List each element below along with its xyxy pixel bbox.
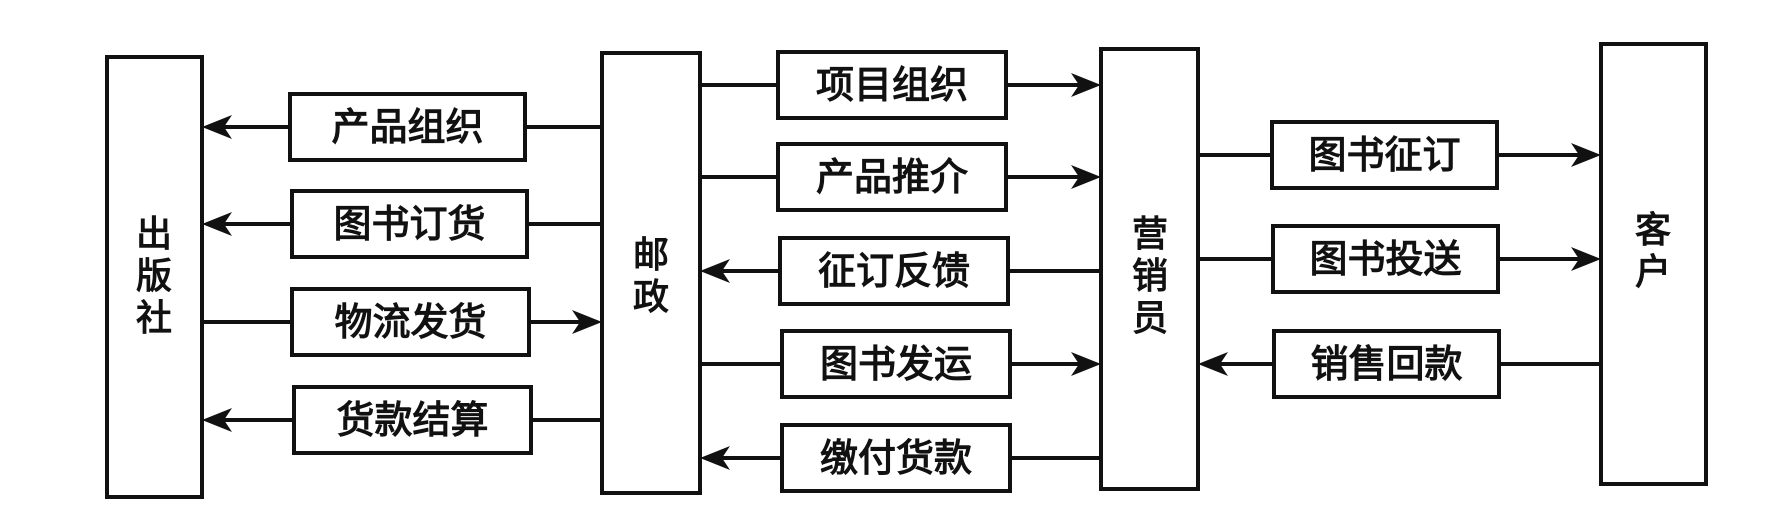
node-salesperson-char: 销 (1132, 256, 1168, 297)
flow-f4: 货款结算 (202, 385, 602, 455)
node-postal: 邮政 (600, 51, 702, 495)
flow-box (1270, 120, 1499, 190)
node-customer-char: 户 (1635, 252, 1671, 293)
arrowhead-right-icon (1571, 143, 1601, 167)
arrowhead-left-icon (700, 446, 730, 470)
arrowhead-left-icon (202, 212, 232, 236)
node-salesperson: 营销员 (1099, 47, 1200, 491)
flow-label: 图书发运 (820, 342, 972, 386)
flow-box (778, 236, 1010, 306)
node-publisher-char: 版 (136, 256, 172, 297)
flow-box (1272, 329, 1501, 399)
flow-f8: 图书发运 (700, 329, 1101, 399)
flow-label: 图书投送 (1309, 237, 1461, 281)
flow-box (290, 189, 529, 259)
flow-f9: 缴付货款 (700, 423, 1101, 493)
flow-label: 销售回款 (1310, 342, 1462, 386)
arrowhead-right-icon (1071, 73, 1101, 97)
flow-box (290, 287, 531, 357)
node-publisher-label: 出版社 (136, 214, 172, 339)
flow-f10: 图书征订 (1198, 120, 1601, 190)
arrowhead-left-icon (700, 259, 730, 283)
flow-f5: 项目组织 (700, 50, 1101, 120)
flow-label: 产品组织 (331, 105, 483, 149)
arrowhead-right-icon (1071, 165, 1101, 189)
node-salesperson-char: 员 (1132, 298, 1168, 339)
node-postal-char: 政 (633, 277, 669, 318)
flow-box (780, 329, 1012, 399)
node-salesperson-char: 营 (1132, 214, 1168, 255)
node-customer: 客户 (1599, 42, 1708, 486)
arrowhead-left-icon (1198, 352, 1228, 376)
flow-label: 征订反馈 (818, 249, 970, 293)
flow-label: 物流发货 (334, 300, 486, 344)
flow-box (1271, 224, 1500, 294)
node-customer-label: 客户 (1635, 210, 1671, 293)
flow-box (292, 385, 533, 455)
flow-label: 产品推介 (816, 155, 969, 199)
node-publisher: 出版社 (105, 55, 204, 499)
flow-box (776, 142, 1008, 212)
flow-label: 图书订货 (333, 202, 485, 246)
flow-f3: 物流发货 (202, 287, 602, 357)
arrowhead-right-icon (1571, 247, 1601, 271)
node-salesperson-label: 营销员 (1132, 214, 1168, 339)
node-postal-char: 邮 (633, 235, 669, 276)
arrowhead-right-icon (1071, 352, 1101, 376)
flow-label: 项目组织 (816, 63, 968, 107)
flow-f7: 征订反馈 (700, 236, 1101, 306)
flow-label: 缴付货款 (820, 436, 972, 480)
flow-label: 货款结算 (336, 398, 488, 442)
arrowhead-right-icon (572, 310, 602, 334)
flow-f1: 产品组织 (202, 92, 602, 162)
node-postal-label: 邮政 (633, 235, 669, 318)
arrowhead-left-icon (202, 115, 232, 139)
flow-f6: 产品推介 (700, 142, 1101, 212)
node-customer-char: 客 (1635, 210, 1671, 251)
flow-f12: 销售回款 (1198, 329, 1601, 399)
flow-f2: 图书订货 (202, 189, 602, 259)
flow-box (780, 423, 1012, 493)
flow-box (776, 50, 1008, 120)
flow-box (288, 92, 527, 162)
flow-label: 图书征订 (1308, 133, 1460, 177)
flow-f11: 图书投送 (1198, 224, 1601, 294)
node-publisher-char: 社 (136, 298, 172, 339)
node-publisher-char: 出 (136, 214, 172, 255)
arrowhead-left-icon (202, 408, 232, 432)
